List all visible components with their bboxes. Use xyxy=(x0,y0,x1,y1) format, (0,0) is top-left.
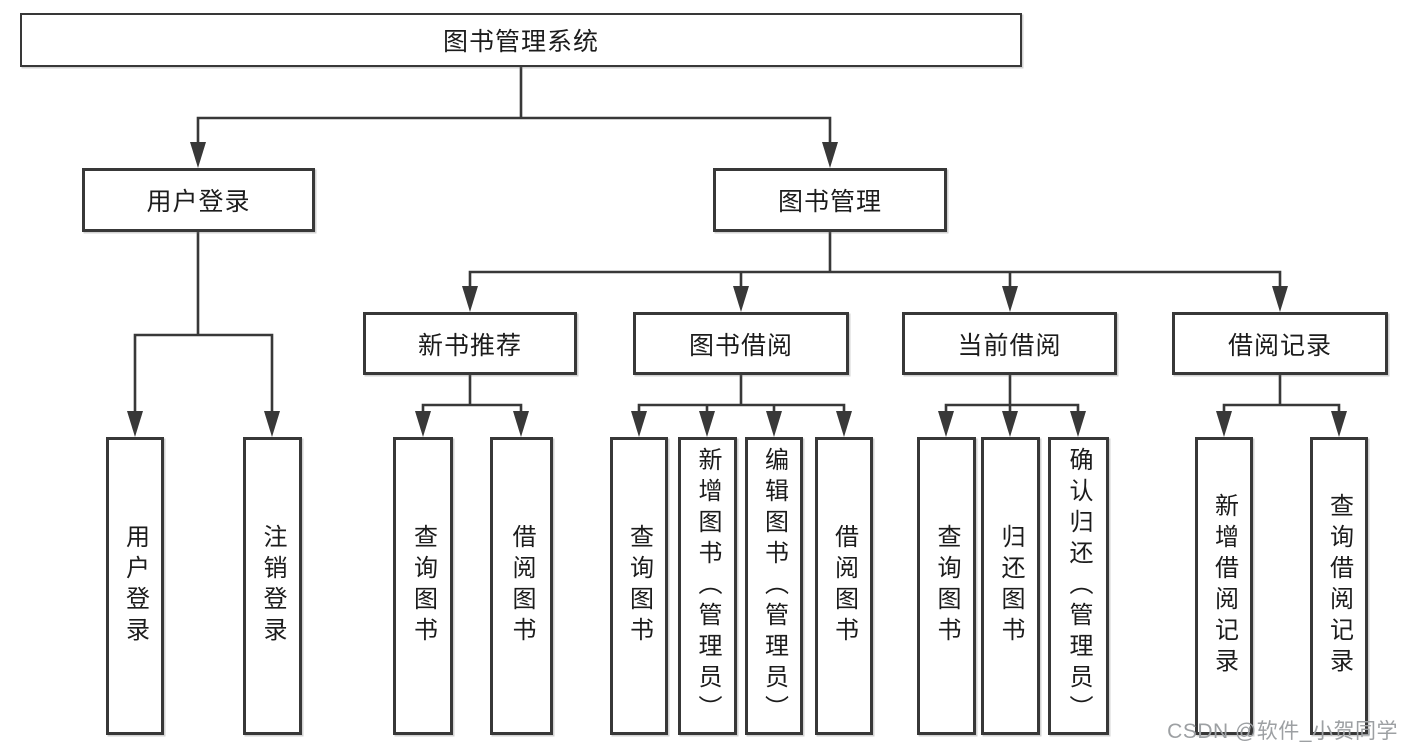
node-new-book-recommendation: 新书推荐 xyxy=(363,312,577,375)
node-library-management-system: 图书管理系统 xyxy=(20,13,1022,67)
node-book-management: 图书管理 xyxy=(713,168,947,232)
leaf-add-book-admin: 新增图书（管理员） xyxy=(678,437,737,735)
arrow-down-icon xyxy=(462,286,478,312)
leaf-query-books-current: 查询图书 xyxy=(917,437,976,735)
leaf-return-book: 归还图书 xyxy=(981,437,1040,735)
leaf-query-borrow-record: 查询借阅记录 xyxy=(1310,437,1368,735)
arrow-down-icon xyxy=(631,411,647,437)
arrowheads xyxy=(127,142,1347,437)
arrow-down-icon xyxy=(127,411,143,437)
arrow-down-icon xyxy=(836,411,852,437)
arrow-down-icon xyxy=(1002,411,1018,437)
leaf-borrow-books-recommend: 借阅图书 xyxy=(490,437,553,735)
leaf-edit-book-admin: 编辑图书（管理员） xyxy=(745,437,803,735)
watermark: CSDN @软件_小贺同学 xyxy=(1167,720,1398,743)
arrow-down-icon xyxy=(822,142,838,168)
node-current-borrowing: 当前借阅 xyxy=(902,312,1117,375)
leaf-query-books-recommend: 查询图书 xyxy=(393,437,453,735)
leaf-user-login: 用户登录 xyxy=(106,437,164,735)
leaf-query-books-borrow: 查询图书 xyxy=(610,437,668,735)
arrow-down-icon xyxy=(766,411,782,437)
arrow-down-icon xyxy=(1070,411,1086,437)
node-borrowing-records: 借阅记录 xyxy=(1172,312,1388,375)
arrow-down-icon xyxy=(264,411,280,437)
arrow-down-icon xyxy=(1272,286,1288,312)
leaf-borrow-books: 借阅图书 xyxy=(815,437,873,735)
node-book-borrowing: 图书借阅 xyxy=(633,312,849,375)
arrow-down-icon xyxy=(415,411,431,437)
arrow-down-icon xyxy=(733,286,749,312)
arrow-down-icon xyxy=(938,411,954,437)
arrow-down-icon xyxy=(699,411,715,437)
leaf-add-borrow-record: 新增借阅记录 xyxy=(1195,437,1253,735)
connector-strokes xyxy=(133,67,1341,416)
arrow-down-icon xyxy=(1216,411,1232,437)
arrow-down-icon xyxy=(190,142,206,168)
leaf-confirm-return-admin: 确认归还（管理员） xyxy=(1048,437,1109,735)
arrow-down-icon xyxy=(513,411,529,437)
leaf-logout: 注销登录 xyxy=(243,437,302,735)
node-user-login: 用户登录 xyxy=(82,168,315,232)
arrow-down-icon xyxy=(1331,411,1347,437)
arrow-down-icon xyxy=(1002,286,1018,312)
